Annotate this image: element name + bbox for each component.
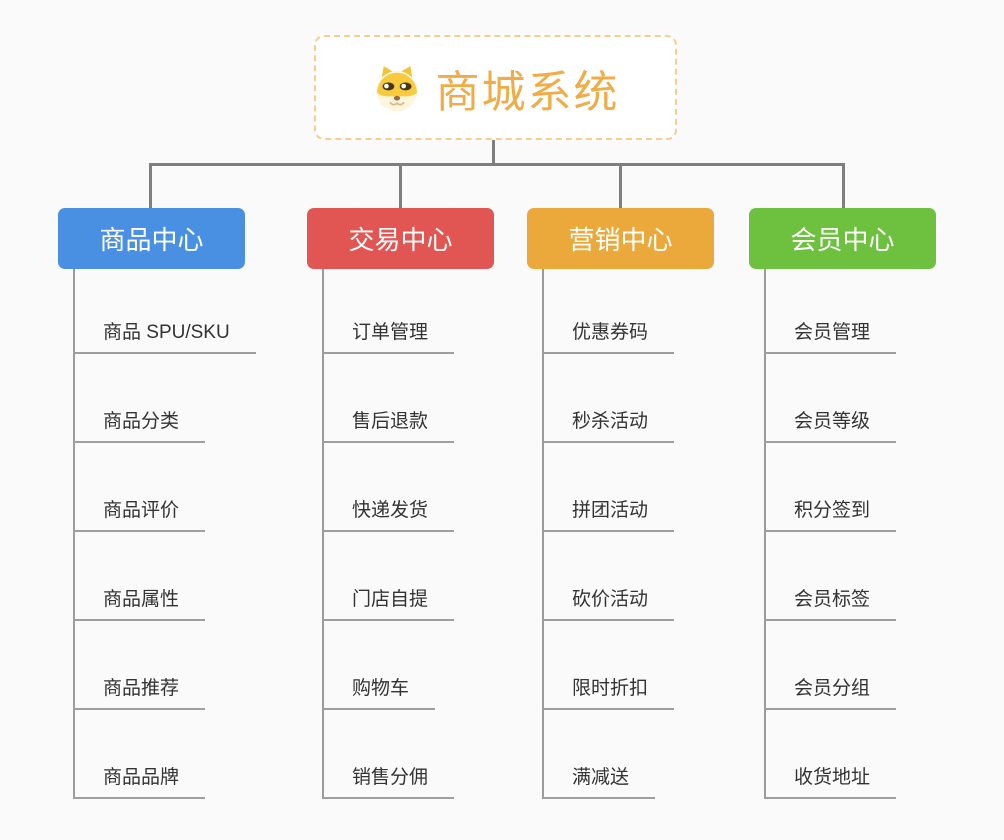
leaf-node[interactable]: 销售分佣 [322, 765, 455, 799]
leaf-node[interactable]: 商品品牌 [73, 765, 206, 799]
branch-label: 交易中心 [348, 225, 453, 255]
branch-node-member-center[interactable]: 会员中心 [749, 208, 936, 269]
leaf-node[interactable]: 购物车 [322, 676, 436, 710]
branch-label: 会员中心 [790, 225, 895, 255]
branch-node-product-center[interactable]: 商品中心 [58, 208, 245, 269]
spine-branch-4 [764, 269, 766, 798]
leaf-node[interactable]: 会员等级 [764, 409, 897, 443]
leaf-node[interactable]: 收货地址 [764, 765, 897, 799]
leaf-node[interactable]: 门店自提 [322, 587, 455, 621]
root-node-mall-system[interactable]: 商城系统 [314, 35, 677, 140]
branch-node-marketing-center[interactable]: 营销中心 [527, 208, 714, 269]
leaf-node[interactable]: 会员分组 [764, 676, 897, 710]
spine-branch-1 [73, 269, 75, 798]
leaf-node[interactable]: 商品评价 [73, 498, 206, 532]
leaf-node[interactable]: 秒杀活动 [542, 409, 675, 443]
leaf-node[interactable]: 会员标签 [764, 587, 897, 621]
connector-drop-branch-2 [399, 163, 402, 208]
leaf-node[interactable]: 会员管理 [764, 320, 897, 354]
leaf-node[interactable]: 售后退款 [322, 409, 455, 443]
leaf-node[interactable]: 满减送 [542, 765, 656, 799]
spine-branch-2 [322, 269, 324, 798]
leaf-node[interactable]: 快递发货 [322, 498, 455, 532]
leaf-node[interactable]: 商品推荐 [73, 676, 206, 710]
root-title: 商城系统 [435, 67, 620, 117]
leaf-node[interactable]: 订单管理 [322, 320, 455, 354]
leaf-node[interactable]: 拼团活动 [542, 498, 675, 532]
leaf-node[interactable]: 积分签到 [764, 498, 897, 532]
branch-node-trade-center[interactable]: 交易中心 [307, 208, 494, 269]
spine-branch-3 [542, 269, 544, 798]
leaf-node[interactable]: 优惠券码 [542, 320, 675, 354]
connector-horizontal-rail [149, 163, 845, 166]
connector-drop-branch-3 [619, 163, 622, 208]
leaf-node[interactable]: 砍价活动 [542, 587, 675, 621]
leaf-node[interactable]: 商品属性 [73, 587, 206, 621]
connector-drop-branch-1 [149, 163, 152, 208]
connector-root-stem [492, 140, 495, 166]
connector-drop-branch-4 [842, 163, 845, 208]
leaf-node[interactable]: 商品分类 [73, 409, 206, 443]
dog-face-icon [376, 65, 417, 111]
branch-label: 商品中心 [99, 225, 204, 255]
branch-label: 营销中心 [568, 225, 673, 255]
leaf-node[interactable]: 限时折扣 [542, 676, 675, 710]
leaf-node[interactable]: 商品 SPU/SKU [73, 320, 256, 354]
